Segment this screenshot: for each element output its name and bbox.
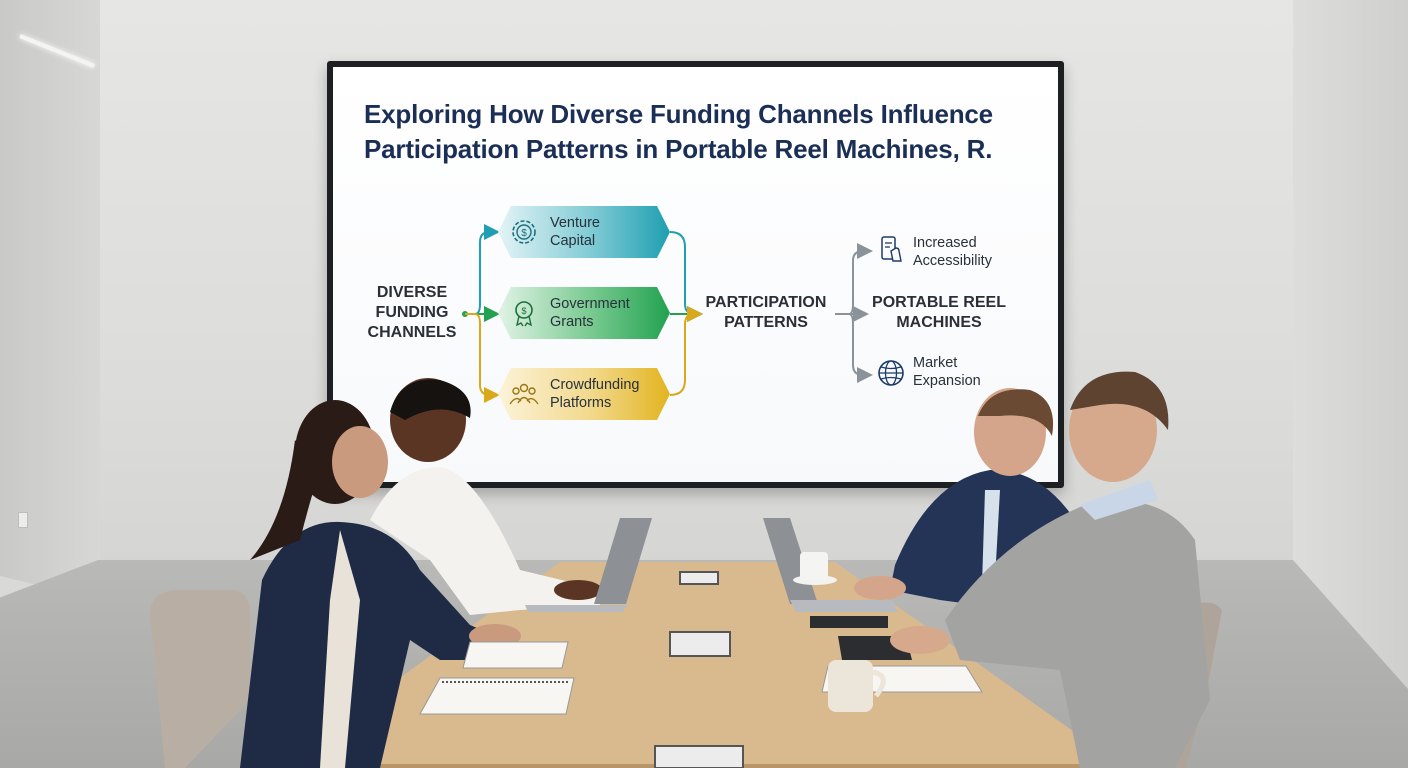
laptop [525,518,652,612]
outcome-label-line2: Accessibility [913,253,992,269]
cable-port [654,745,744,768]
outcome-label-line1: Market [913,355,958,371]
target-label-line2: MACHINES [896,314,982,331]
source-label-line2: FUNDING [375,304,449,321]
flow-connectors [462,224,873,403]
notebook [462,641,569,669]
channel-label: Crowdfunding Platforms [550,376,665,412]
source-label: DIVERSE FUNDING CHANNELS [347,283,477,343]
notebook [419,677,575,715]
target-label-line1: PORTABLE REEL [872,294,1006,311]
cable-port [679,571,719,585]
wall-outlet [18,512,28,528]
channel-label: Government Grants [550,295,665,331]
target-label: PORTABLE REEL MACHINES [869,293,1009,333]
arrow-hub-to-expansion [848,313,873,383]
channel-label-line2: Platforms [550,395,612,411]
channel-label-line1: Government [550,296,630,312]
person-man-white-shirt [370,378,602,615]
outcome-expansion: Market Expansion [913,354,981,390]
channel-government-grants: $ Government Grants [498,287,670,339]
outcome-accessibility: Increased Accessibility [913,234,992,270]
hub-label-line1: PARTICIPATION [705,294,827,311]
outcome-label-line2: Expansion [913,373,981,389]
channel-crowdfunding-platforms: Crowdfunding Platforms [498,368,670,420]
channel-label-line2: Grants [550,314,594,330]
channel-venture-capital: $ Venture Capital [498,206,670,258]
people-group-icon [509,379,539,409]
tablet [810,616,888,628]
dollar-gear-icon: $ [509,217,539,247]
source-label-line1: DIVERSE [376,284,448,301]
person-woman [240,400,521,768]
hub-label-line2: PATTERNS [724,314,808,331]
outcome-label-line1: Increased [913,235,977,251]
slide-title-line1: Exploring How Diverse Funding Channels I… [364,99,993,129]
arrow-to-crowdfunding [465,313,500,403]
channel-label-line1: Venture [550,215,600,231]
conference-table [275,562,1125,768]
tablet-hand-icon [881,236,902,262]
left-wall [0,0,100,600]
slide-title: Exploring How Diverse Funding Channels I… [364,97,1044,167]
cable-port [669,631,731,657]
hub-label: PARTICIPATION PATTERNS [698,293,834,333]
channel-label-line2: Capital [550,233,596,249]
coffee-mug [828,660,886,712]
globe-icon [878,360,904,386]
person-man-grey-sweater [890,371,1210,768]
channel-label: Venture Capital [550,214,665,250]
arrow-crowdfunding-to-hub [669,306,703,396]
award-ribbon-icon: $ [509,298,539,328]
chair [150,590,250,768]
coffee-cup [793,552,837,585]
arrow-hub-to-accessibility [848,243,873,315]
svg-text:$: $ [521,306,526,316]
slide-title-line2: Participation Patterns in Portable Reel … [364,134,993,164]
channel-label-line1: Crowdfunding [550,377,640,393]
svg-text:$: $ [521,228,527,239]
source-label-line3: CHANNELS [367,324,457,341]
